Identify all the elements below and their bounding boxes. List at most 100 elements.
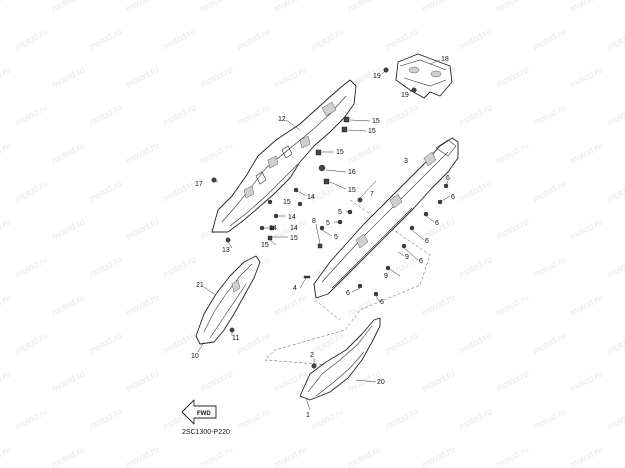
watermark-text: motod.ru — [87, 330, 123, 356]
watermark-text: motod.ru — [494, 140, 530, 166]
watermark-text: motod.ru — [531, 178, 567, 204]
callout-6-e: 6 — [419, 258, 423, 265]
watermark-text: motod.ru — [198, 140, 234, 166]
watermark-text: motod.ru — [0, 0, 12, 14]
watermark-text: motod.ru — [605, 254, 625, 280]
callout-14-d: 14 — [269, 225, 277, 232]
watermark-text: motod.ru — [346, 140, 382, 166]
callout-10: 10 — [191, 353, 199, 360]
callout-11: 11 — [232, 335, 239, 342]
watermark-text: motod.ru — [494, 216, 530, 242]
callout-8: 8 — [312, 218, 316, 225]
watermark-text: motod.ru — [457, 406, 493, 432]
watermark-text: motod.ru — [50, 368, 86, 394]
watermark-text: motod.ru — [0, 64, 12, 90]
callout-12: 12 — [278, 116, 286, 123]
watermark-text: motod.ru — [13, 102, 49, 128]
watermark-text: motod.ru — [531, 406, 567, 432]
callout-6-c: 6 — [435, 220, 439, 227]
callout-6-b: 6 — [451, 194, 455, 201]
watermark-text: motod.ru — [272, 64, 308, 90]
callout-6-g: 6 — [380, 299, 384, 306]
callout-15-a: 15 — [372, 118, 380, 125]
watermark-text: motod.ru — [568, 64, 604, 90]
watermark-text: motod.ru — [235, 406, 271, 432]
watermark-text: motod.ru — [50, 216, 86, 242]
callout-6-d: 6 — [425, 238, 429, 245]
watermark-text: motod.ru — [13, 406, 49, 432]
watermark-text: motod.ru — [605, 406, 625, 432]
watermark-text: motod.ru — [568, 292, 604, 318]
callout-15-c: 15 — [336, 149, 344, 156]
watermark-text: motod.ru — [0, 140, 12, 166]
callout-labels: 18 19 19 15 15 15 16 15 12 17 14 15 14 1… — [191, 56, 455, 419]
watermark-text: motod.ru — [161, 26, 197, 52]
watermark-text: motod.ru — [13, 26, 49, 52]
watermark-text: motod.ru — [457, 102, 493, 128]
callout-14-c: 14 — [290, 225, 298, 232]
callout-6-f: 6 — [346, 290, 350, 297]
watermark-text: motod.ru — [161, 330, 197, 356]
watermark-text: motod.ru — [605, 26, 625, 52]
watermark-text: motod.ru — [457, 330, 493, 356]
callout-1: 1 — [306, 412, 310, 419]
diagram-code: 2SC1300-P220 — [182, 429, 230, 436]
watermark-text: motod.ru — [272, 292, 308, 318]
watermark-text: motod.ru — [531, 102, 567, 128]
watermark-text: motod.ru — [198, 64, 234, 90]
watermark-text: motod.ru — [87, 102, 123, 128]
callout-15-g: 15 — [261, 242, 269, 249]
watermark-text: motod.ru — [50, 0, 86, 14]
assembly-outline — [264, 199, 431, 366]
watermark-text: motod.ru — [50, 292, 86, 318]
watermark-text: motod.ru — [50, 140, 86, 166]
watermark-text: motod.ru — [309, 330, 345, 356]
watermark-text: motod.ru — [272, 444, 308, 468]
watermark-text: motod.ru — [605, 102, 625, 128]
watermark-text: motod.ru — [198, 0, 234, 14]
watermark-text: motod.ru — [13, 254, 49, 280]
watermark-text: motod.ru — [13, 330, 49, 356]
leader-lines — [197, 59, 451, 411]
fasteners — [211, 67, 449, 369]
watermark-text: motod.ru — [124, 216, 160, 242]
watermark-text: motod.ru — [309, 26, 345, 52]
watermark-text: motod.ru — [420, 444, 456, 468]
watermark-text: motod.ru — [87, 26, 123, 52]
callout-5-c: 5 — [334, 234, 338, 241]
callout-5-a: 5 — [338, 209, 342, 216]
watermark-text: motod.ru — [383, 102, 419, 128]
watermark-text: motod.ru — [346, 0, 382, 14]
callout-20: 20 — [377, 379, 385, 386]
watermark-text: motod.ru — [346, 444, 382, 468]
watermark-text: motod.ru — [50, 64, 86, 90]
watermark-text: motod.ru — [531, 330, 567, 356]
watermark-text: motod.ru — [87, 254, 123, 280]
callout-6-a: 6 — [446, 175, 450, 182]
watermark-text: motod.ru — [161, 102, 197, 128]
callout-15-d: 15 — [348, 187, 356, 194]
watermark-text: motod.ru — [309, 406, 345, 432]
watermark-text: motod.ru — [198, 368, 234, 394]
watermark-text: motod.ru — [124, 0, 160, 14]
watermark-text: motod.ru — [605, 330, 625, 356]
watermark-text: motod.ru — [124, 140, 160, 166]
callout-9-b: 9 — [384, 273, 388, 280]
watermark-text: motod.ru — [346, 292, 382, 318]
watermark-text: motod.ru — [420, 292, 456, 318]
watermark-text: motod.ru — [87, 178, 123, 204]
callout-9-a: 9 — [405, 254, 409, 261]
watermark-text: motod.ru — [568, 444, 604, 468]
callout-18: 18 — [441, 56, 449, 63]
watermark-text: motod.ru — [161, 254, 197, 280]
watermark-text: motod.ru — [124, 64, 160, 90]
watermark-text: motod.ru — [124, 292, 160, 318]
watermark-text: motod.ru — [457, 26, 493, 52]
watermark-text: motod.ru — [383, 330, 419, 356]
callout-19-upper: 19 — [373, 73, 381, 80]
callout-7: 7 — [370, 191, 374, 198]
right-frame-part — [313, 137, 459, 299]
top-bracket-part — [395, 53, 453, 99]
callout-3: 3 — [404, 158, 408, 165]
